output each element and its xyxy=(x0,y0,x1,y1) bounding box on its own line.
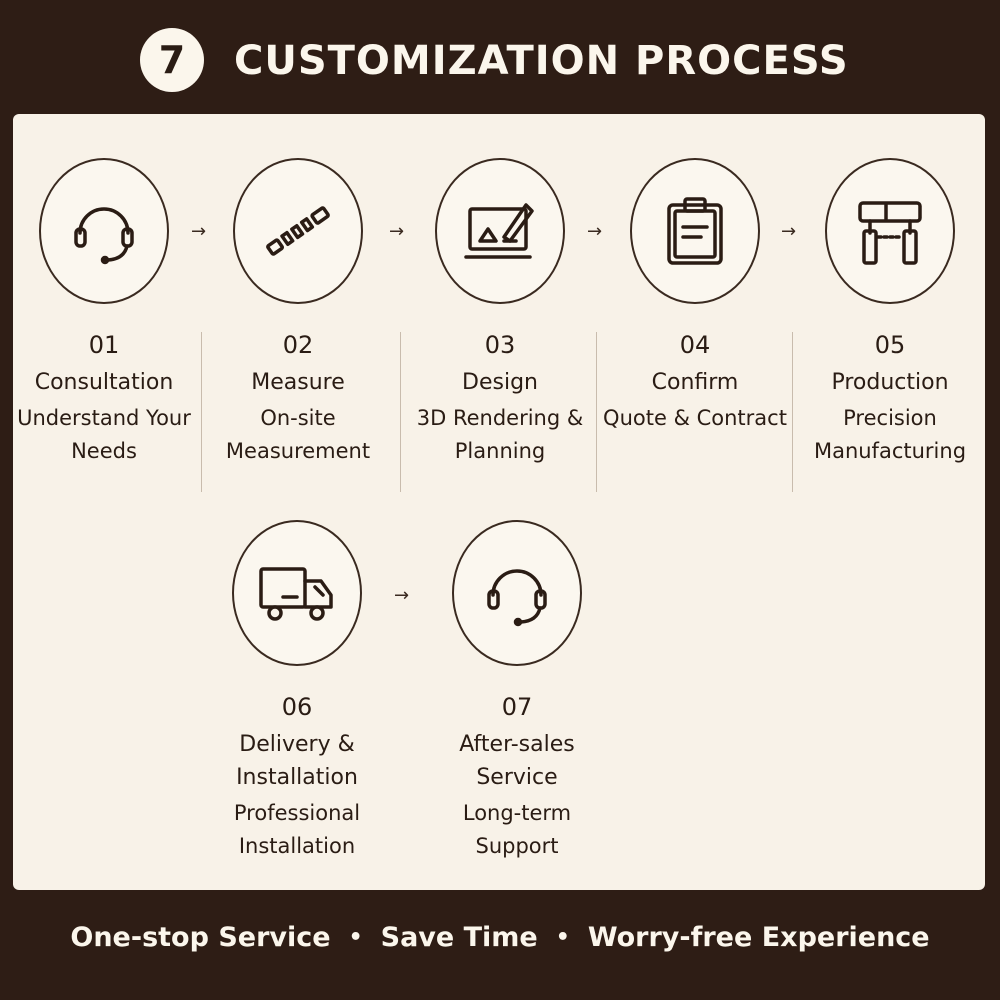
page-title: CUSTOMIZATION PROCESS xyxy=(234,38,849,84)
step-name: After-sales Service xyxy=(459,732,575,790)
column-divider xyxy=(792,332,793,492)
step-number: 02 xyxy=(282,331,314,359)
clipboard-icon xyxy=(667,197,723,265)
step-production: 05 Production Precision Manufacturing xyxy=(795,158,985,468)
step-number: 03 xyxy=(484,331,516,359)
step-name: Confirm xyxy=(651,370,739,395)
step-measure: 02 Measure On-site Measurement xyxy=(203,158,393,468)
step-icon-circle xyxy=(452,520,582,666)
step-number: 01 xyxy=(88,331,120,359)
flow-arrow: → xyxy=(191,221,207,242)
step-description: Precision Manufacturing xyxy=(813,406,967,463)
step-consultation: 01 Consultation Understand Your Needs xyxy=(9,158,199,468)
step-number: 04 xyxy=(679,331,711,359)
step-confirm: 04 Confirm Quote & Contract xyxy=(600,158,790,435)
headset-icon xyxy=(487,569,547,627)
step-icon-circle xyxy=(825,158,955,304)
headset-icon xyxy=(74,207,134,265)
flow-arrow: → xyxy=(781,221,797,242)
step-count-badge: 7 xyxy=(140,28,204,92)
step-name: Consultation xyxy=(34,370,174,395)
step-name: Measure xyxy=(251,370,345,395)
header: 7 CUSTOMIZATION PROCESS xyxy=(0,0,1000,115)
step-name: Design xyxy=(462,370,538,395)
footer-item: Save Time xyxy=(380,921,538,953)
footer-item: Worry-free Experience xyxy=(587,921,930,953)
design-tablet-icon xyxy=(464,203,534,259)
step-icon-circle xyxy=(39,158,169,304)
column-divider xyxy=(596,332,597,492)
step-name: Delivery & Installation xyxy=(236,732,358,790)
step-design: 03 Design 3D Rendering & Planning xyxy=(405,158,595,468)
step-description: On-site Measurement xyxy=(225,406,371,463)
flow-arrow: → xyxy=(389,221,405,242)
flow-arrow: → xyxy=(587,221,603,242)
footer-separator: • xyxy=(348,924,363,950)
step-description: Long-term Support xyxy=(462,801,572,858)
step-after-sales: 07 After-sales Service Long-term Support xyxy=(422,520,612,863)
truck-icon xyxy=(259,567,333,621)
step-description: 3D Rendering & Planning xyxy=(416,406,584,463)
footer-separator: • xyxy=(555,924,570,950)
column-divider xyxy=(201,332,202,492)
step-description: Quote & Contract xyxy=(603,406,787,430)
step-icon-circle xyxy=(435,158,565,304)
step-description: Professional Installation xyxy=(233,801,361,858)
step-name: Production xyxy=(831,370,949,395)
footer-item: One-stop Service xyxy=(70,921,331,953)
step-delivery: 06 Delivery & Installation Professional … xyxy=(202,520,392,863)
footer-tagline: One-stop Service • Save Time • Worry-fre… xyxy=(0,912,1000,962)
step-description: Understand Your Needs xyxy=(17,406,191,463)
step-number: 05 xyxy=(874,331,906,359)
machine-icon xyxy=(858,201,922,265)
process-panel: 01 Consultation Understand Your Needs → … xyxy=(13,114,985,890)
column-divider xyxy=(400,332,401,492)
step-number: 07 xyxy=(501,693,533,721)
step-icon-circle xyxy=(232,520,362,666)
step-icon-circle xyxy=(233,158,363,304)
measuring-tape-icon xyxy=(266,206,330,256)
step-number: 06 xyxy=(281,693,313,721)
step-icon-circle xyxy=(630,158,760,304)
flow-arrow: → xyxy=(394,585,410,606)
